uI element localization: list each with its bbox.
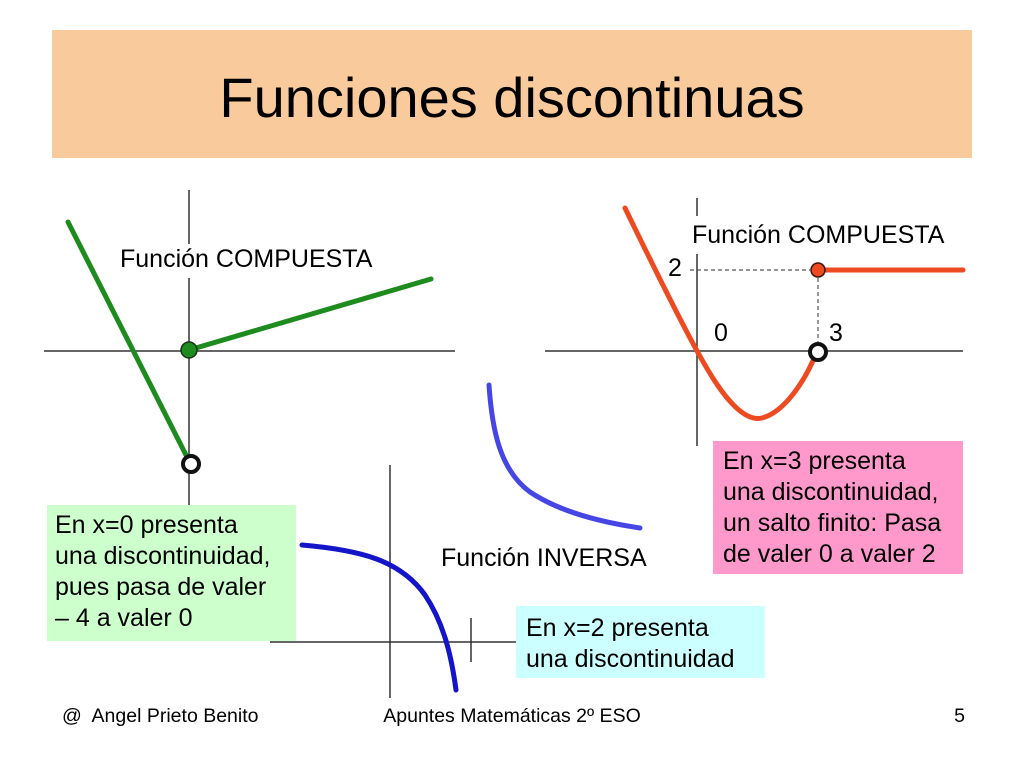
right-graph-label: Función COMPUESTA xyxy=(692,221,945,249)
note-line: una discontinuidad xyxy=(526,645,735,673)
note-line: una discontinuidad, xyxy=(723,478,939,506)
right-graph-origin-label: 0 xyxy=(714,319,728,347)
note-line: un salto finito: Pasa xyxy=(723,509,942,537)
left-graph-ascending-line xyxy=(186,276,434,353)
note-line: En x=2 presenta xyxy=(526,614,709,642)
right-graph-open-point xyxy=(808,342,828,362)
note-discontinuity-x3: En x=3 presenta una discontinuidad, un s… xyxy=(713,441,963,574)
footer-page-number: 5 xyxy=(954,705,965,727)
note-line: pues pasa de valer xyxy=(55,573,267,601)
note-discontinuity-x2: En x=2 presenta una discontinuidad xyxy=(516,606,765,678)
left-graph-open-point xyxy=(181,454,201,474)
inverse-graph-right-branch xyxy=(486,382,643,531)
right-graph-parabola-curve xyxy=(622,205,818,421)
inverse-graph xyxy=(270,382,643,698)
left-graph-label: Función COMPUESTA xyxy=(120,245,373,273)
footer-course: Apuntes Matemáticas 2º ESO xyxy=(383,705,641,727)
note-line: En x=3 presenta xyxy=(723,447,906,475)
inverse-graph-label: Función INVERSA xyxy=(441,544,647,572)
right-graph-x-tick-label: 3 xyxy=(829,319,843,347)
footer-author: @ Angel Prieto Benito xyxy=(62,705,259,727)
right-graph-filled-point xyxy=(810,262,826,278)
right-compound-graph xyxy=(545,198,966,446)
note-line: En x=0 presenta xyxy=(55,511,238,539)
right-graph-y-tick-label: 2 xyxy=(668,254,682,282)
left-graph-descending-line xyxy=(65,219,190,460)
note-line: una discontinuidad, xyxy=(55,542,271,570)
note-line: de valer 0 a valer 2 xyxy=(723,540,936,568)
note-line: – 4 a valer 0 xyxy=(55,604,193,632)
note-discontinuity-x0: En x=0 presenta una discontinuidad, pues… xyxy=(47,505,296,641)
title-banner: Funciones discontinuas xyxy=(52,30,972,158)
left-compound-graph xyxy=(44,190,455,505)
left-graph-filled-point xyxy=(180,341,198,359)
inverse-graph-left-branch xyxy=(299,542,459,693)
slide-title: Funciones discontinuas xyxy=(219,66,805,129)
